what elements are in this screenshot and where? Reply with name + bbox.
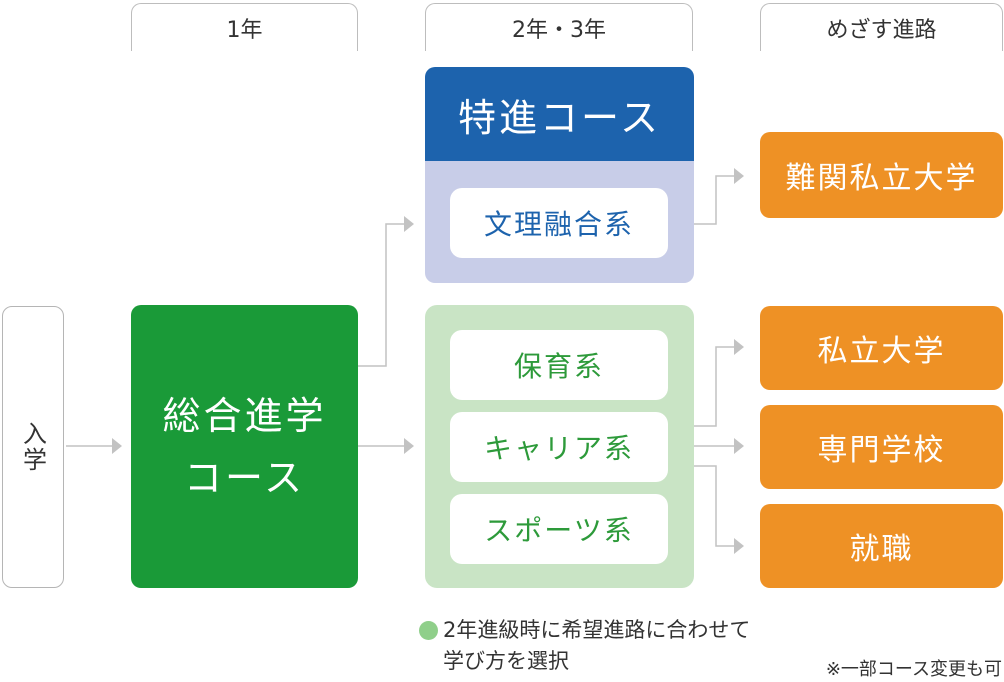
destination-employment-label: 就職: [849, 532, 914, 567]
arrow-right-icon: [734, 538, 744, 554]
selection-note-line1: 2年進級時に希望進路に合わせて: [443, 618, 751, 642]
header-year23: 2年・3年: [425, 3, 693, 51]
destination-vocational-school-label: 専門学校: [817, 433, 946, 468]
general-course-line1: 総合進学: [162, 393, 327, 438]
special-course-header: 特進コース: [425, 67, 694, 161]
header-year1-label: 1年: [226, 17, 263, 43]
track-hoiku: 保育系: [450, 330, 668, 400]
header-year1: 1年: [131, 3, 358, 51]
arrow-right-icon: [734, 339, 744, 355]
arrow-right-icon: [404, 216, 414, 232]
track-hoiku-label: 保育系: [513, 350, 604, 383]
arrow-right-icon: [734, 168, 744, 184]
arrow-right-icon: [734, 438, 744, 454]
circle-bullet-icon: [419, 621, 438, 640]
selection-note: 2年進級時に希望進路に合わせて 学び方を選択: [443, 615, 803, 677]
track-sports-label: スポーツ系: [484, 514, 634, 547]
special-course-title: 特進コース: [457, 95, 662, 140]
course-change-footnote: ※一部コース変更も可: [825, 659, 1002, 680]
general-course-line2: コース: [183, 455, 306, 500]
destination-private-univ: 私立大学: [760, 306, 1003, 390]
arrow-right-icon: [404, 438, 414, 454]
destination-vocational-school: 専門学校: [760, 405, 1003, 489]
entry-box: 入学: [2, 306, 64, 588]
track-career: キャリア系: [450, 412, 668, 482]
track-bunri: 文理融合系: [450, 188, 668, 258]
selection-note-line2: 学び方を選択: [443, 649, 569, 673]
header-goal-label: めざす進路: [826, 17, 937, 43]
destination-private-univ-label: 私立大学: [817, 334, 946, 369]
track-career-label: キャリア系: [483, 432, 634, 465]
track-sports: スポーツ系: [450, 494, 668, 564]
destination-top-private-univ: 難関私立大学: [760, 132, 1003, 218]
arrow-right-icon: [112, 438, 122, 454]
header-year23-label: 2年・3年: [512, 17, 606, 43]
destination-top-private-univ-label: 難関私立大学: [785, 161, 978, 196]
general-course-box: 総合進学 コース: [131, 305, 358, 588]
header-goal: めざす進路: [760, 3, 1003, 51]
entry-label: 入学: [18, 421, 47, 473]
destination-employment: 就職: [760, 504, 1003, 588]
track-bunri-label: 文理融合系: [483, 208, 634, 241]
